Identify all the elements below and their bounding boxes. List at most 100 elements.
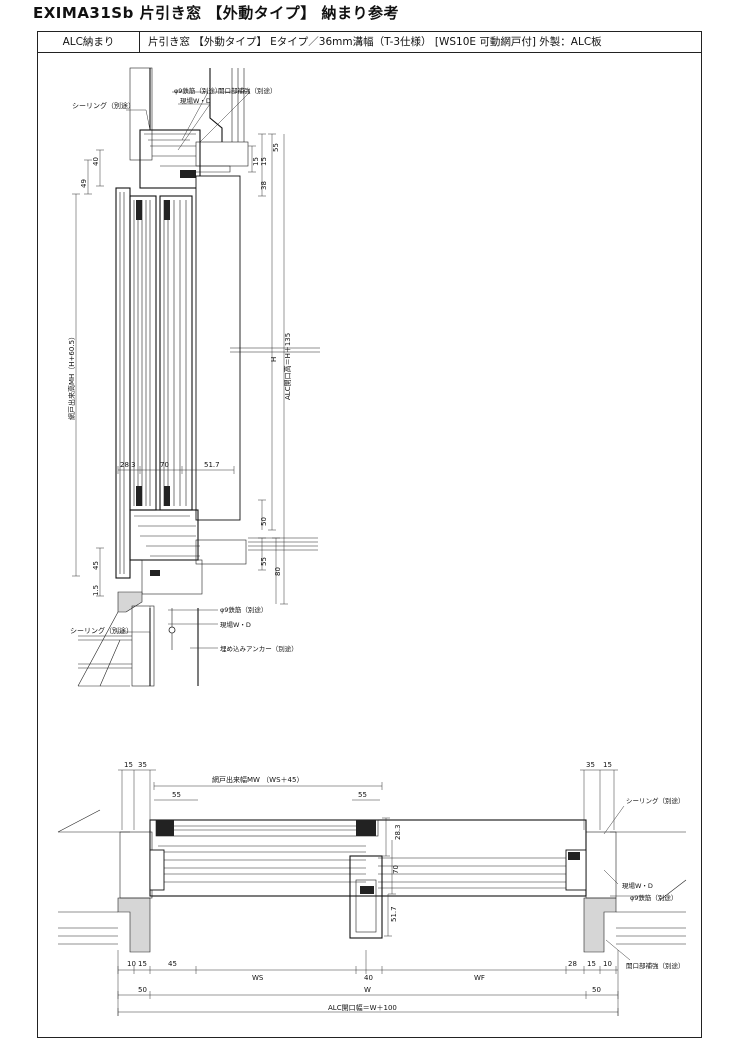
plan-jamb-left	[117, 897, 151, 953]
note-rebar-top: φ9鉄筋（別途）	[174, 86, 221, 95]
sill-gasket	[150, 570, 160, 576]
plan-dim-bottom-15-right: 15	[587, 960, 596, 968]
note-sealing-bottom: シーリング（別途）	[70, 626, 133, 635]
plan-dim-bottom-10-left: 10	[127, 960, 136, 968]
plan-dim-screen-width: 網戸出来幅MW （WS＋45）	[212, 775, 303, 784]
plan-dim-51-7: 51.7	[390, 906, 398, 922]
dim-H: H	[270, 357, 278, 362]
plan-dims	[117, 769, 619, 1016]
dim-50: 50	[260, 517, 268, 526]
plan-dim-50-left: 50	[138, 986, 147, 994]
sill-flashing	[117, 591, 143, 613]
plan-note-sealing: シーリング（別途）	[626, 796, 685, 805]
upper-glass-lines	[231, 68, 245, 142]
note-rebar-bottom: φ9鉄筋（別途）	[220, 605, 267, 614]
plan-dim-bottom-10-right: 10	[603, 960, 612, 968]
mortar-fill	[141, 559, 203, 595]
plan-leaders	[603, 805, 646, 961]
dim-80: 80	[274, 567, 282, 576]
plan-screen-mesh	[160, 825, 374, 831]
plan-dim-alc-width: ALC開口幅＝W＋100	[328, 1003, 397, 1012]
plan-stile-gasket	[360, 886, 374, 894]
plan-screen-end-right	[356, 820, 376, 836]
dim-55-bot: 55	[260, 557, 268, 566]
glazing-bead-bottom-2	[164, 486, 170, 506]
dim-70: 70	[160, 461, 169, 469]
plan-dim-bottom-45: 45	[168, 960, 177, 968]
dim-1-5: 1.5	[92, 585, 100, 596]
lower-wall-lines	[149, 608, 199, 686]
plan-right-gasket	[568, 852, 580, 860]
plan-meeting-stile-inner	[355, 879, 377, 933]
plan-dim-top-15-left: 15	[124, 761, 133, 769]
plan-dim-WS: WS	[252, 974, 264, 982]
plan-dim-top-35-right: 35	[586, 761, 595, 769]
head-gasket	[180, 170, 196, 178]
lower-wall-horizontals	[78, 635, 132, 687]
plan-dim-28-3: 28.3	[394, 824, 402, 840]
leaders	[116, 91, 251, 649]
glass-lines	[119, 192, 187, 574]
plan-meeting-stile	[349, 855, 383, 939]
frame-sill-detail	[134, 515, 200, 557]
plan-dim-bottom-15-left: 15	[138, 960, 147, 968]
plan-note-wd: 現場W・D	[622, 881, 653, 890]
head-steel-angle	[195, 141, 249, 167]
left-dims	[72, 149, 104, 597]
frame-sill	[129, 509, 199, 561]
anchor-circle	[168, 626, 176, 634]
interior-lines	[230, 347, 320, 551]
frame-head-detail	[144, 133, 231, 173]
dim-38: 38	[260, 181, 268, 190]
plan-screen	[155, 819, 379, 837]
sill-steel-angle	[195, 539, 247, 565]
plan-break-lines	[57, 809, 687, 901]
horizontal-plan: シーリング（別途） 現場W・D φ9鉄筋（別途） 開口部補強（別途） 15 35…	[57, 761, 687, 1016]
dim-49: 49	[80, 179, 88, 188]
note-sealing-top: シーリング（別途）	[72, 101, 135, 110]
plan-dim-WF: WF	[474, 974, 485, 982]
note-wd-bottom: 現場W・D	[220, 620, 251, 629]
vertical-section: シーリング（別途） φ9鉄筋（別途） 開口部補強（別途） 現場W・D φ9鉄筋（…	[67, 67, 320, 687]
right-dims	[248, 133, 288, 605]
plan-alc-left	[119, 831, 153, 899]
horizontal-dims	[117, 466, 235, 474]
glazing-bead-top-2	[164, 200, 170, 220]
plan-dim-55-left: 55	[172, 791, 181, 799]
plan-note-rebar: φ9鉄筋（別途）	[630, 893, 677, 902]
frame-head	[139, 129, 201, 189]
note-wd-top: 現場W・D	[180, 96, 211, 105]
plan-dim-55-right: 55	[358, 791, 367, 799]
break-lines	[77, 611, 121, 687]
dim-40: 40	[92, 157, 100, 166]
plan-jamb-right	[583, 897, 617, 953]
dim-51-7: 51.7	[204, 461, 220, 469]
plan-dim-40: 40	[364, 974, 373, 982]
document-title: EXIMA31Sb 片引き窓 【外動タイプ】 納まり参考	[33, 4, 400, 22]
plan-dim-top-15-right: 15	[603, 761, 612, 769]
plan-dim-bottom-28: 28	[568, 960, 577, 968]
dim-15: 15	[252, 157, 260, 166]
alc-wall-top	[129, 67, 153, 161]
title-block-left: ALC納まり	[38, 32, 140, 52]
title-block-right: 片引き窓 【外動タイプ】 Eタイプ／36mm溝幅（T-3仕様） [WS10E 可…	[148, 36, 602, 48]
plan-dim-70: 70	[392, 865, 400, 874]
note-anchor: 埋め込みアンカー（別途）	[220, 644, 298, 653]
dim-screen-height: 網戸出来高MH（H+60.5）	[67, 333, 76, 420]
plan-dim-50-right: 50	[592, 986, 601, 994]
plan-left-glass	[158, 845, 366, 883]
plan-left-stile	[149, 849, 165, 891]
alc-wall-bottom	[131, 605, 155, 687]
plan-dim-top-35-left: 35	[138, 761, 147, 769]
note-opening-reinforce: 開口部補強（別途）	[218, 86, 277, 95]
dim-15b: 15	[260, 157, 268, 166]
drawing-sheet: ALC納まり 片引き窓 【外動タイプ】 Eタイプ／36mm溝幅（T-3仕様） […	[37, 31, 702, 1038]
dim-alc-height: ALC開口高＝H＋135	[283, 333, 292, 400]
plan-note-opening-reinforce: 開口部補強（別途）	[626, 961, 685, 970]
screen-frame	[115, 187, 131, 579]
plan-alc-right	[585, 831, 617, 899]
dim-45: 45	[92, 561, 100, 570]
plan-right-glass	[378, 857, 580, 889]
plan-wall-lines	[58, 831, 686, 945]
title-block: ALC納まり 片引き窓 【外動タイプ】 Eタイプ／36mm溝幅（T-3仕様） […	[38, 32, 701, 53]
